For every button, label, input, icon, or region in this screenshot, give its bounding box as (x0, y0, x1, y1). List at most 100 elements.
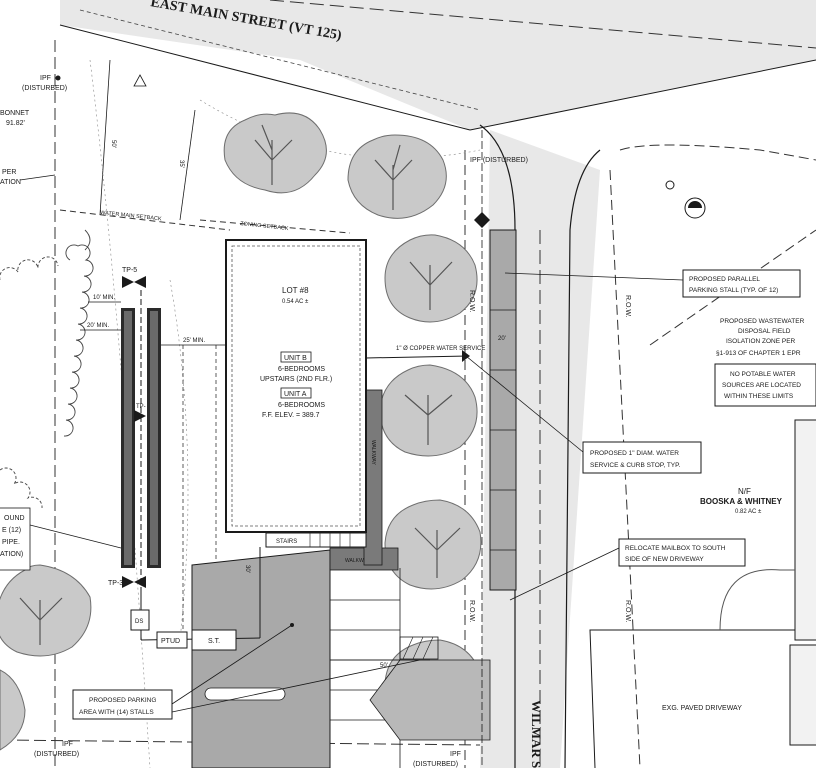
tree-icon (0, 564, 92, 657)
dim-20-label: 20' MIN. (87, 323, 109, 329)
septic-tank-box (191, 629, 237, 651)
ation-label: ATION (0, 179, 21, 186)
building-inner (231, 245, 361, 527)
tree-line (63, 229, 94, 437)
dim-50-label: 50' (110, 140, 116, 148)
parallel-parking-strip (489, 229, 517, 591)
row-label-lot-2: R.O.W. (468, 600, 475, 623)
callout-parking-stall-2: PARKING STALL (TYP. OF 12) (689, 287, 778, 294)
water-service-line (365, 355, 469, 359)
leader-parking-stall (504, 272, 684, 281)
ds-label: DS (135, 619, 143, 625)
callout-no-potable-3: WITHIN THESE LIMITS (724, 393, 794, 400)
callout-wastewater-2: DISPOSAL FIELD (738, 328, 791, 335)
callout-parking-area (72, 689, 173, 720)
unit-b-desc1: 6-BEDROOMS (278, 366, 325, 373)
row-label-lot-1: R.O.W. (468, 290, 475, 313)
callout-mailbox (618, 538, 746, 567)
per-label: PER (2, 169, 16, 176)
leader-ation (19, 174, 56, 181)
parking-island (204, 687, 286, 701)
test-pit-mid-icon (134, 410, 146, 422)
nf-label: N/F (738, 487, 751, 496)
callout-mailbox-1: RELOCATE MAILBOX TO SOUTH (625, 545, 726, 552)
test-pit-tp3-icon-b (134, 576, 146, 588)
water-service-label: 1" Ø COPPER WATER SERVICE (396, 346, 485, 352)
leader-parking-area-2 (171, 659, 421, 713)
mound-label-1: OUND (4, 515, 25, 522)
hatched-strip (399, 636, 439, 660)
ptud-label: PTUD (161, 638, 180, 645)
callout-water-curb-2: SERVICE & CURB STOP, TYP. (590, 462, 681, 469)
ipf-marker-icon (55, 75, 61, 81)
tp3-label: TP-3 (108, 580, 123, 587)
unit-a-tag: UNIT A (284, 391, 307, 398)
row-line-east (609, 169, 641, 768)
tree-line-west-low (0, 467, 43, 509)
callout-mailbox-2: SIDE OF NEW DRIVEWAY (625, 556, 704, 563)
existing-building (794, 419, 816, 641)
building-outline (225, 239, 367, 533)
callout-water-curb (582, 441, 702, 474)
warning-triangle-icon (133, 74, 147, 87)
walkway-label: WALKWAY (345, 558, 370, 564)
leader-mailbox (509, 547, 620, 601)
tree-icon (0, 669, 26, 751)
tp-mid-label: TP- (136, 404, 146, 410)
leader-parking-area-1 (171, 624, 293, 705)
unit-a-desc2: F.F. ELEV. = 389.7 (262, 412, 320, 419)
hydrant-icon (665, 180, 675, 190)
contour-line (169, 279, 189, 641)
unit-b-tag: UNIT B (284, 355, 307, 362)
dim-50b-label: 50' (380, 663, 388, 669)
tree-line-west (0, 256, 59, 280)
callout-wastewater-3: ISOLATION ZONE PER (726, 338, 796, 345)
disturbed-label-top: (DISTURBED) (22, 85, 67, 92)
callout-parking-area-1: PROPOSED PARKING (89, 697, 156, 704)
driveway-label: EXG. PAVED DRIVEWAY (662, 705, 742, 712)
mound-label-2: E (12) (2, 527, 21, 534)
owner-label: BOOSKA & WHITNEY (700, 497, 783, 506)
contour-line (199, 99, 481, 159)
dim-line-setback (179, 109, 196, 221)
mound-callout-box (0, 507, 31, 571)
tree-icon (347, 134, 447, 219)
callout-parking-stall-1: PROPOSED PARALLEL (689, 276, 760, 283)
tree-icon (223, 112, 327, 194)
lot-name: LOT #8 (282, 286, 309, 295)
property-boundary-nf (619, 144, 816, 161)
ipf-label-right: IPF (DISTURBED) (470, 157, 528, 164)
row-label-east-2: R.O.W. (624, 600, 631, 623)
ipf-label-bottom-left: IPF (62, 741, 73, 748)
tree-icon (384, 499, 482, 590)
callout-no-potable (714, 363, 816, 407)
disturbed-label-bottom-right: (DISTURBED) (413, 761, 458, 768)
tree-icon (379, 364, 478, 457)
callout-wastewater-1: PROPOSED WASTEWATER (720, 318, 805, 325)
owner-area: 0.82 AC ± (735, 509, 762, 515)
bonnet-label: BONNET (0, 110, 30, 117)
disturbed-label-bottom-left: (DISTURBED) (34, 751, 79, 758)
water-main-setback-line (59, 209, 231, 231)
test-pit-tp3-icon (122, 576, 134, 588)
dim-30-label: 30' (244, 565, 250, 573)
stairs-label: STAIRS (276, 539, 297, 545)
walkway-east-label: WALKWAY (370, 440, 376, 465)
callout-no-potable-1: NO POTABLE WATER (730, 371, 796, 378)
test-pit-tp5-icon (122, 276, 134, 288)
driveway-apron (369, 659, 491, 741)
dim-label-20b: 20' (498, 336, 506, 342)
parking-area (191, 549, 331, 768)
mound-label-4: ATION) (0, 551, 23, 558)
callout-parking-area-2: AREA WITH (14) STALLS (79, 709, 154, 716)
ipf-label-top: IPF (40, 75, 51, 82)
east-main-street (59, 0, 816, 131)
bonnet-bearing: 91.82' (6, 120, 25, 127)
test-pit-tp5-icon-b (134, 276, 146, 288)
tree-icon (384, 234, 478, 323)
lot-area: 0.54 AC ± (282, 299, 309, 305)
stairs (265, 532, 367, 548)
leader-dot (290, 623, 294, 627)
ipf-label-bottom-right: IPF (450, 751, 461, 758)
